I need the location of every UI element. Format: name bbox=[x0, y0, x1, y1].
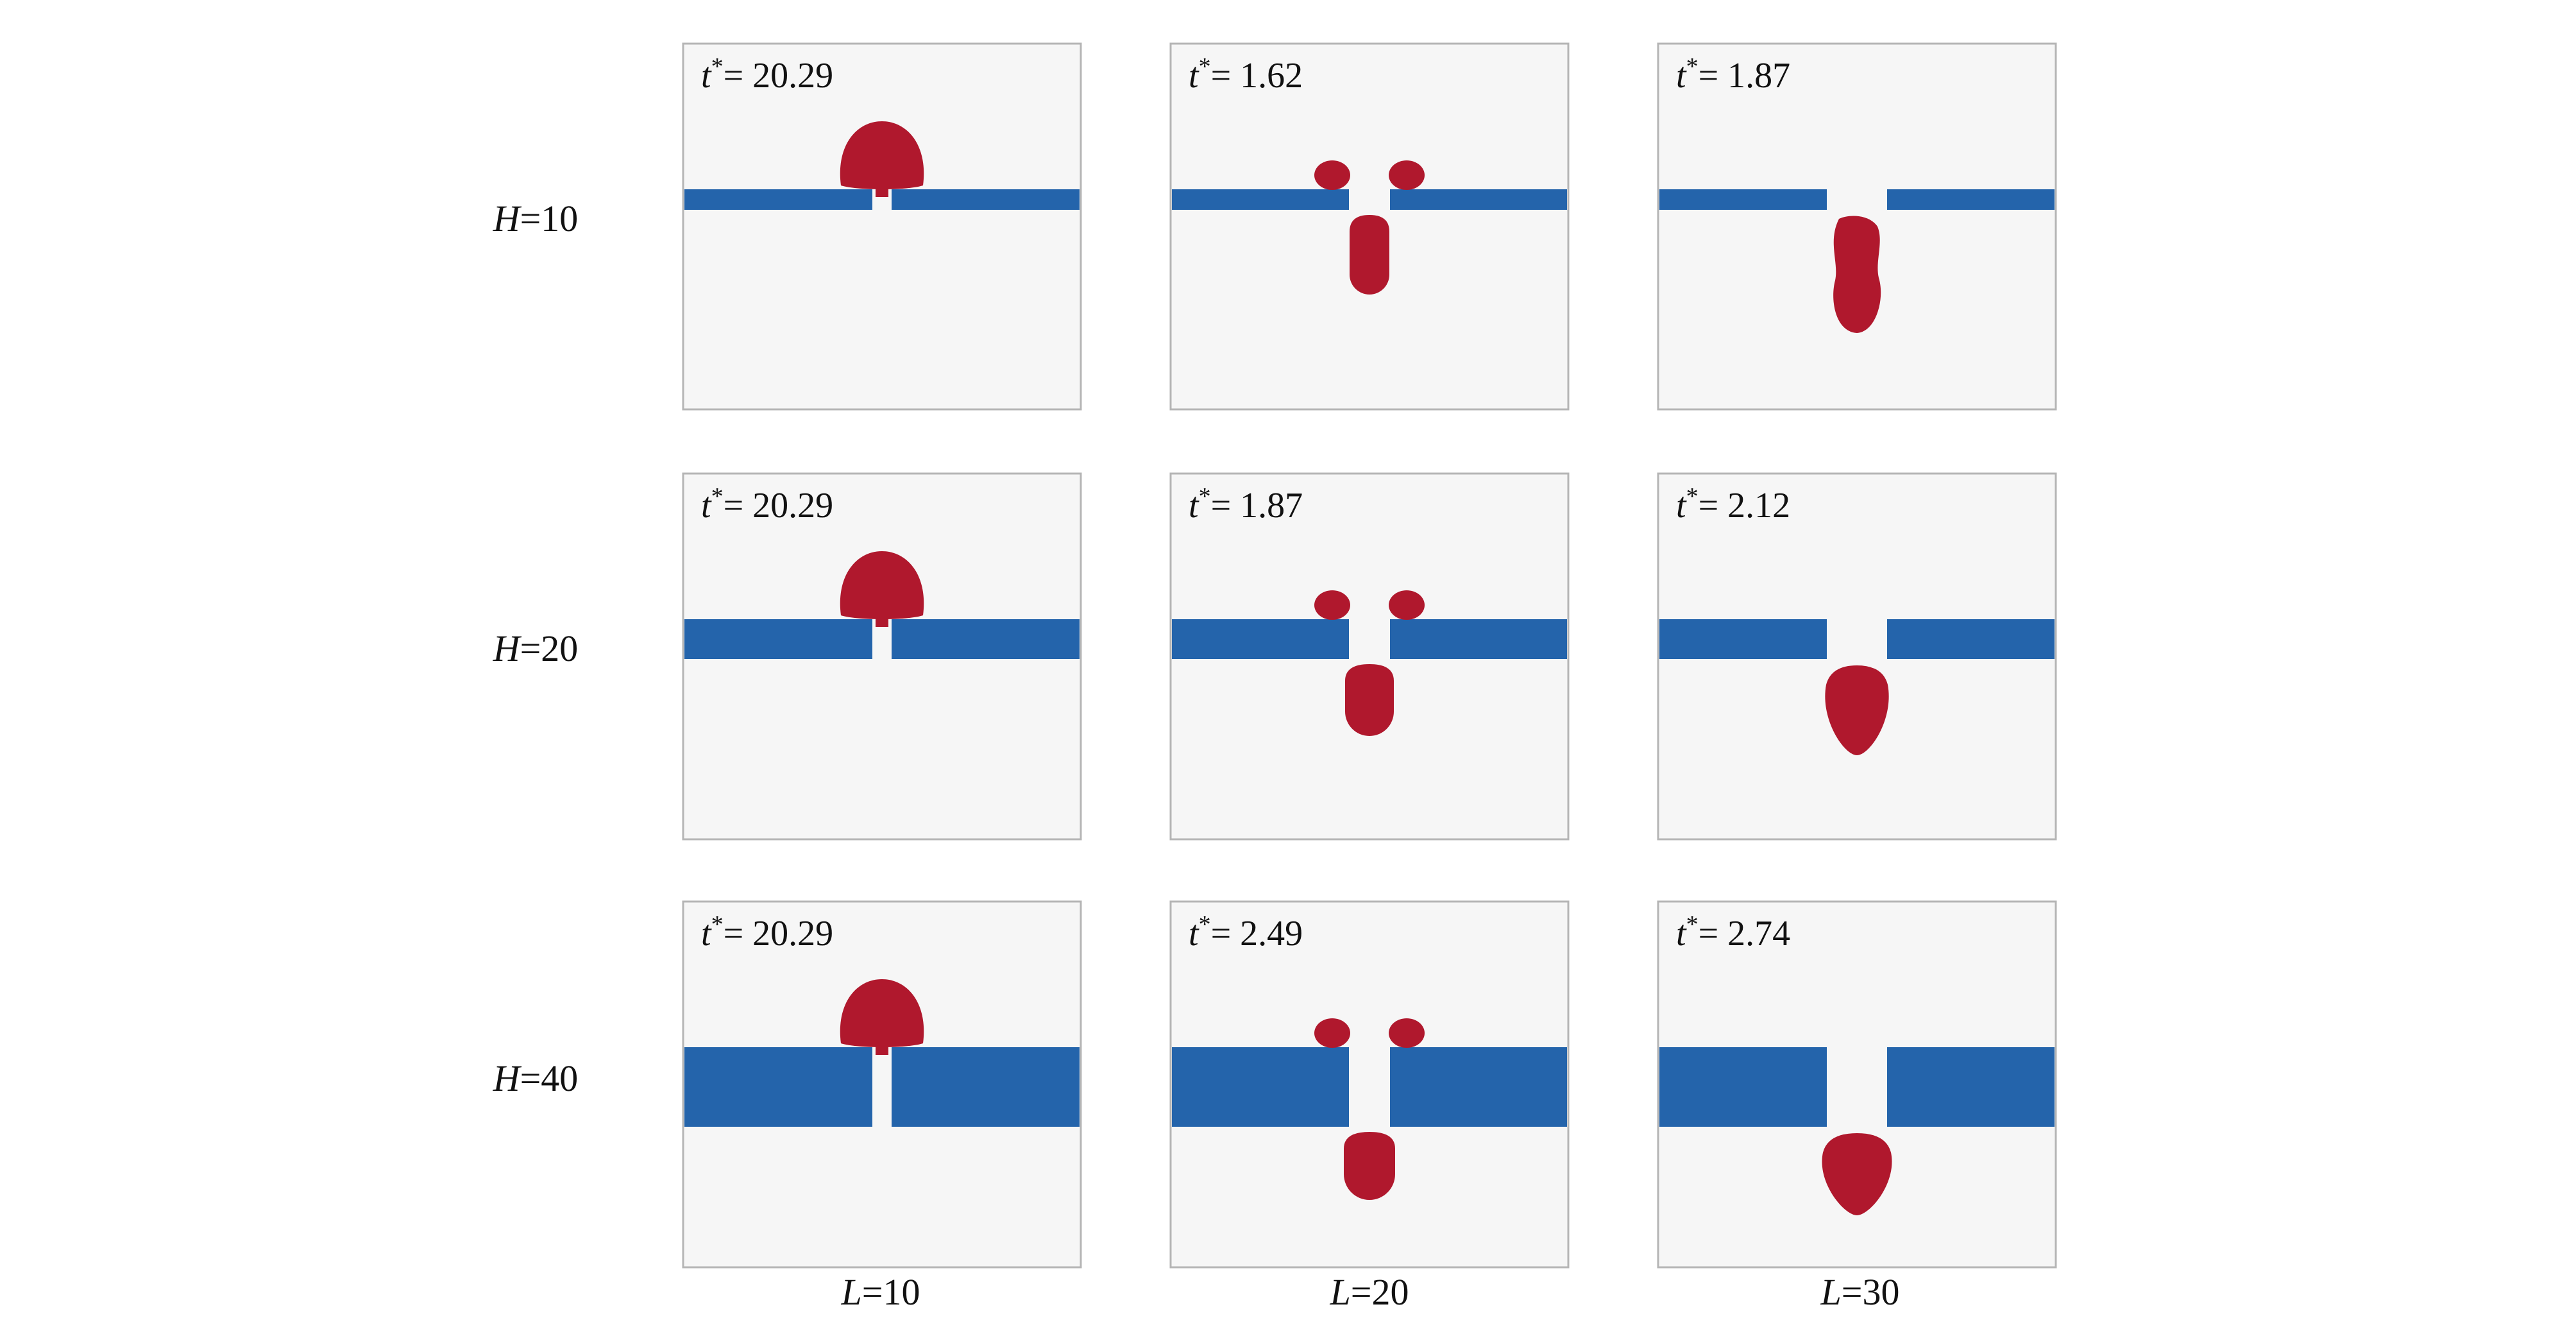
plate-right bbox=[1887, 619, 2055, 659]
time-label: t*= 1.87 bbox=[1189, 483, 1303, 526]
residual-droplet-left bbox=[1314, 1018, 1350, 1048]
plate-left bbox=[1659, 1047, 1827, 1127]
plate-left bbox=[684, 189, 872, 210]
panel-h20-l30: t*= 2.12 bbox=[1657, 472, 2057, 841]
residual-droplet-right bbox=[1389, 1018, 1425, 1048]
time-label: t*= 20.29 bbox=[701, 911, 833, 954]
panel-h20-l10: t*= 20.29 bbox=[682, 472, 1082, 841]
residual-droplet-left bbox=[1314, 590, 1350, 620]
droplet-neck bbox=[876, 613, 888, 627]
simulation-panels: t*= 20.29 t*= 1.62 t*= 1.87 t*= 20.29 t*= 1.… bbox=[682, 42, 2057, 1269]
time-label: t*= 2.12 bbox=[1676, 483, 1790, 526]
main-droplet bbox=[1344, 1132, 1395, 1200]
panel-h10-l20: t*= 1.62 bbox=[1169, 42, 1570, 411]
droplet-neck bbox=[876, 1041, 888, 1055]
panel-h20-l20: t*= 1.87 bbox=[1169, 472, 1570, 841]
main-droplet bbox=[1350, 215, 1389, 295]
passed-droplet bbox=[1833, 216, 1881, 333]
plate-right bbox=[1390, 1047, 1567, 1127]
droplet-cap bbox=[840, 121, 924, 189]
droplet-cap bbox=[840, 979, 924, 1047]
time-label: t*= 20.29 bbox=[701, 483, 833, 526]
row-label-h10: H=10 bbox=[493, 198, 579, 239]
time-label: t*= 1.87 bbox=[1676, 53, 1790, 96]
column-label-l20: L=20 bbox=[1330, 1271, 1409, 1313]
time-label: t*= 2.74 bbox=[1676, 911, 1790, 954]
residual-droplet-left bbox=[1314, 160, 1350, 190]
plate-right bbox=[892, 189, 1080, 210]
panel-h40-l20: t*= 2.49 bbox=[1169, 900, 1570, 1269]
panel-h40-l10: t*= 20.29 bbox=[682, 900, 1082, 1269]
panel-h10-l30: t*= 1.87 bbox=[1657, 42, 2057, 411]
plate-right bbox=[892, 1047, 1080, 1127]
plate-right bbox=[1887, 189, 2055, 210]
column-label-l30: L=30 bbox=[1820, 1271, 1900, 1313]
plate-left bbox=[684, 1047, 872, 1127]
plate-right bbox=[1390, 619, 1567, 659]
panel-h10-l10: t*= 20.29 bbox=[682, 42, 1082, 411]
panel-h40-l30: t*= 2.74 bbox=[1657, 900, 2057, 1269]
droplet-cap bbox=[840, 551, 924, 619]
column-label-l10: L=10 bbox=[841, 1271, 920, 1313]
passed-droplet bbox=[1825, 665, 1889, 755]
plate-left bbox=[1659, 189, 1827, 210]
plate-right bbox=[892, 619, 1080, 659]
plate-left bbox=[1659, 619, 1827, 659]
plate-left bbox=[1172, 189, 1349, 210]
residual-droplet-right bbox=[1389, 590, 1425, 620]
panel-background bbox=[682, 42, 1082, 411]
plate-left bbox=[1172, 619, 1349, 659]
droplet-neck bbox=[876, 183, 888, 197]
plate-left bbox=[684, 619, 872, 659]
time-label: t*= 20.29 bbox=[701, 53, 833, 96]
residual-droplet-right bbox=[1389, 160, 1425, 190]
passed-droplet bbox=[1822, 1133, 1892, 1215]
time-label: t*= 1.62 bbox=[1189, 53, 1303, 96]
plate-left bbox=[1172, 1047, 1349, 1127]
row-label-h40: H=40 bbox=[493, 1057, 579, 1099]
plate-right bbox=[1887, 1047, 2055, 1127]
main-droplet bbox=[1345, 664, 1394, 736]
row-label-h20: H=20 bbox=[493, 628, 579, 669]
plate-right bbox=[1390, 189, 1567, 210]
time-label: t*= 2.49 bbox=[1189, 911, 1303, 954]
